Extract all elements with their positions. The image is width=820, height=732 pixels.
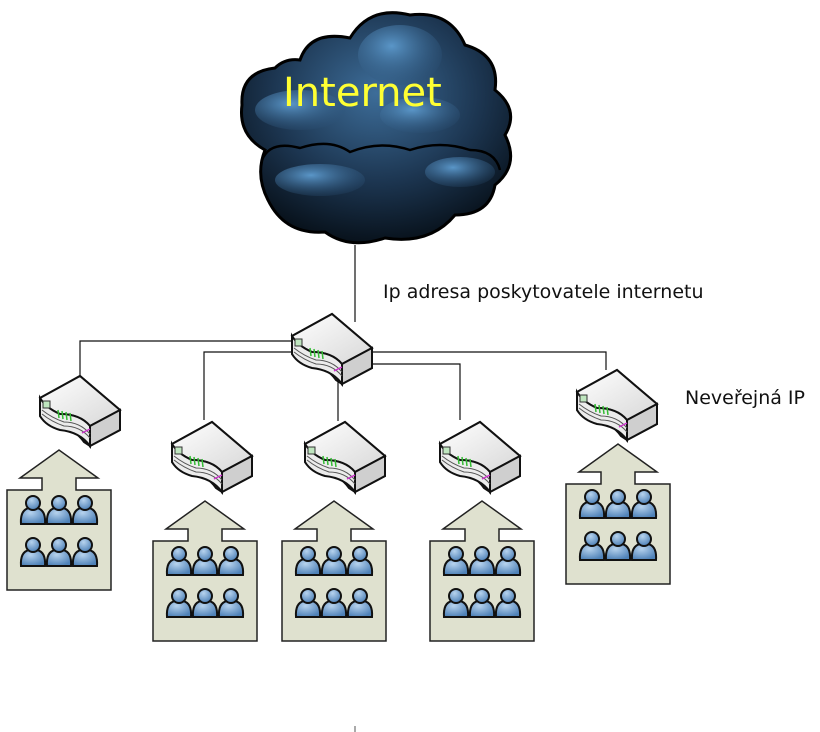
link-core-router-4 bbox=[368, 363, 461, 420]
user-group-1 bbox=[7, 450, 111, 590]
user-group-4 bbox=[430, 501, 534, 641]
user-group-5 bbox=[566, 444, 670, 584]
isp-ip-label: Ip adresa poskytovatele internetu bbox=[383, 281, 704, 303]
user-group-3 bbox=[282, 501, 386, 641]
router-icon-1 bbox=[39, 375, 121, 447]
user-group-2 bbox=[153, 501, 257, 641]
link-core-router-1 bbox=[79, 340, 294, 375]
private-ip-label: Neveřejná IP bbox=[685, 387, 805, 409]
router-icon-3 bbox=[304, 421, 386, 493]
link-core-router-5 bbox=[368, 351, 607, 370]
router-icon-5 bbox=[576, 369, 658, 441]
link-core-router-2 bbox=[203, 351, 296, 420]
connection-lines bbox=[79, 245, 607, 421]
router-icon-4 bbox=[439, 421, 521, 493]
core-router-icon bbox=[291, 313, 373, 385]
router-icon-2 bbox=[171, 421, 253, 493]
internet-label: Internet bbox=[283, 70, 442, 116]
internet-cloud bbox=[239, 11, 513, 245]
